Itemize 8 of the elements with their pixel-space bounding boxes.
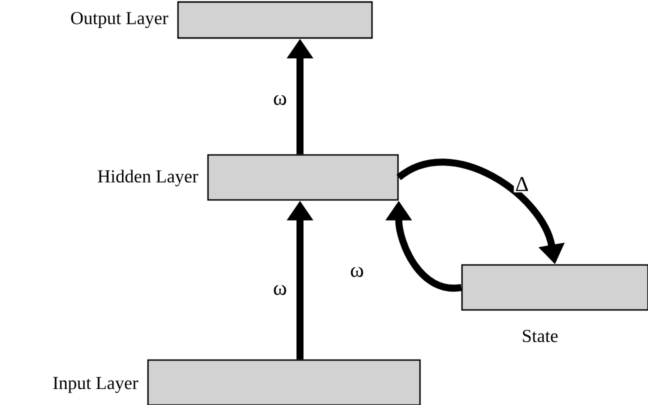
edge-label: ω: [348, 266, 366, 278]
layer-label: State: [522, 330, 558, 342]
edge-label: Δ: [514, 176, 530, 192]
layer-label: Hidden Layer: [98, 170, 198, 186]
layer-label: Output Layer: [71, 12, 168, 28]
edge-label: ω: [272, 284, 288, 296]
edge-label: ω: [272, 94, 288, 106]
layer-label: Input Layer: [53, 377, 138, 393]
